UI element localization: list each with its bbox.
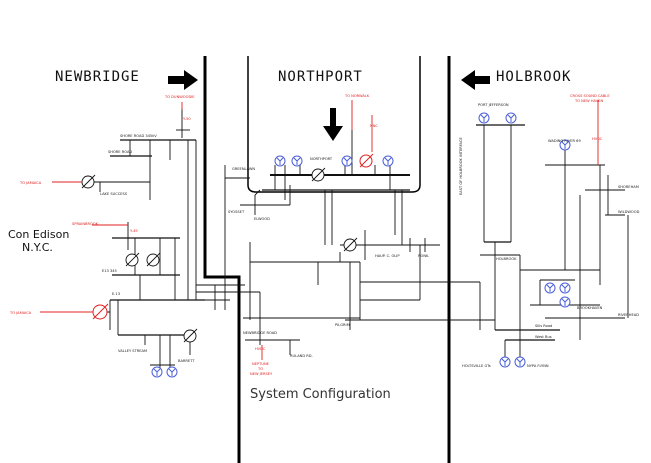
interface-links-center xyxy=(351,100,373,152)
wading-river-label: WADING RIVER 69 xyxy=(548,139,581,143)
holtsville-label: HOLTSVILLE GTs xyxy=(462,364,491,368)
ronkonkoma-label: RONK. xyxy=(418,254,430,258)
northport-network xyxy=(224,130,480,355)
generator-icon xyxy=(151,366,163,378)
cross-sound-label-1: CROSS SOUND CABLE xyxy=(570,94,610,98)
diagram-caption: System Configuration xyxy=(250,387,391,402)
wildwood-label: WILDWOOD xyxy=(618,210,640,214)
west-bus-label: West Bus xyxy=(535,335,552,339)
interface-links-left xyxy=(40,102,263,360)
hauppauge-label: HAUP. C. OLIP xyxy=(375,254,400,258)
cross-sound-label-2: TO NEW HAVEN xyxy=(574,99,603,103)
generator-icon xyxy=(341,155,353,167)
port-jefferson-label: PORT JEFFERSON xyxy=(478,103,509,107)
phase-shifter-icon xyxy=(92,303,109,320)
nnc-label: NNC xyxy=(370,124,378,128)
phase-shifter-icon xyxy=(311,167,326,182)
lake-success-label: LAKE SUCCESS xyxy=(100,192,128,196)
generator-icon xyxy=(291,155,303,167)
ny-power-label: NYPA FLYNN xyxy=(527,364,549,368)
generator-icon xyxy=(499,356,511,368)
y50-label: Y-50 xyxy=(183,117,191,121)
e13-label: E.13 xyxy=(112,292,120,296)
northport-sub-label: NORTHPORT xyxy=(310,157,333,161)
brookhaven-label: BROOKHAVEN xyxy=(577,306,603,310)
neptune-label-1: NEPTUNE xyxy=(252,362,270,366)
generator-icon xyxy=(274,155,286,167)
riverhead-label: RIVERHEAD xyxy=(618,313,639,317)
generator-icon xyxy=(514,356,526,368)
hvdc-left-label: HVDC xyxy=(255,347,266,351)
to-jamaica-bottom-label: TO JAMAICA xyxy=(9,311,32,315)
phase-shifter-icon xyxy=(359,153,374,168)
phase-shifter-icon xyxy=(125,252,140,267)
holbrook-network xyxy=(450,124,629,358)
generator-icon xyxy=(505,112,517,124)
phase-shifter-icon xyxy=(146,252,161,267)
ruland-rd-label: RULAND RD. xyxy=(290,354,313,358)
greenlawn-label: GREENLAWN xyxy=(232,167,255,171)
generator-icon xyxy=(382,155,394,167)
to-jamaica-top-label: TO JAMAICA xyxy=(19,181,42,185)
to-dunwoodie-label: TO DUNWOODIE xyxy=(164,95,195,99)
nyc-label: N.Y.C. xyxy=(22,241,53,254)
pilgrim-label: PILGRIM xyxy=(335,323,350,327)
phase-shifter-icon xyxy=(81,174,96,189)
newbridge-road-label: NEWBRIDGE ROAD xyxy=(243,331,277,335)
generator-icon xyxy=(544,282,556,294)
y49-label: Y-49 xyxy=(130,229,138,233)
neptune-label-2: TO xyxy=(257,367,263,371)
newbridge-network xyxy=(55,108,260,372)
phase-shifter-icon xyxy=(343,237,358,252)
hvdc-right-label: HVDC xyxy=(592,137,603,141)
neptune-label-3: NEW JERSEY xyxy=(250,372,273,376)
shore-road-345-label: SHORE ROAD 345kV xyxy=(120,134,157,138)
syosset-label: SYOSSET xyxy=(228,210,245,214)
shore-road-label: SHORE ROAD xyxy=(108,150,132,154)
valley-stream-label: VALLEY STREAM xyxy=(118,349,147,353)
generator-icon xyxy=(559,139,571,151)
generator-icon xyxy=(166,366,178,378)
sprainbrook-label: SPRAINBROOK xyxy=(72,222,99,226)
shoreham-label: SHOREHAM xyxy=(618,185,639,189)
down-arrow-icon xyxy=(323,108,343,141)
left-arrow-icon xyxy=(461,70,490,90)
right-arrow-icon xyxy=(168,70,198,90)
holbrook-title: HOLBROOK xyxy=(496,69,571,85)
con-edison-label: Con Edison xyxy=(8,228,69,241)
sills-road-label: Sills Road xyxy=(535,324,552,328)
east-of-holbrook-label: EAST OF HOLBROOK INTERFACE xyxy=(459,137,463,195)
generator-icon xyxy=(559,296,571,308)
region-boundaries xyxy=(203,56,451,463)
northport-title: NORTHPORT xyxy=(278,69,363,85)
newbridge-title: NEWBRIDGE xyxy=(55,69,140,85)
phase-shifter-icon xyxy=(183,328,198,343)
e13-345-label: E13 345 xyxy=(102,269,117,273)
elwood-label: ELWOOD xyxy=(254,217,270,221)
barrett-label: BARRETT xyxy=(178,359,195,363)
generator-icon xyxy=(559,282,571,294)
to-norwalk-label: TO NORWALK xyxy=(344,94,370,98)
holbrook-sub-label: HOLBROOK xyxy=(496,257,517,261)
generator-icon xyxy=(478,112,490,124)
